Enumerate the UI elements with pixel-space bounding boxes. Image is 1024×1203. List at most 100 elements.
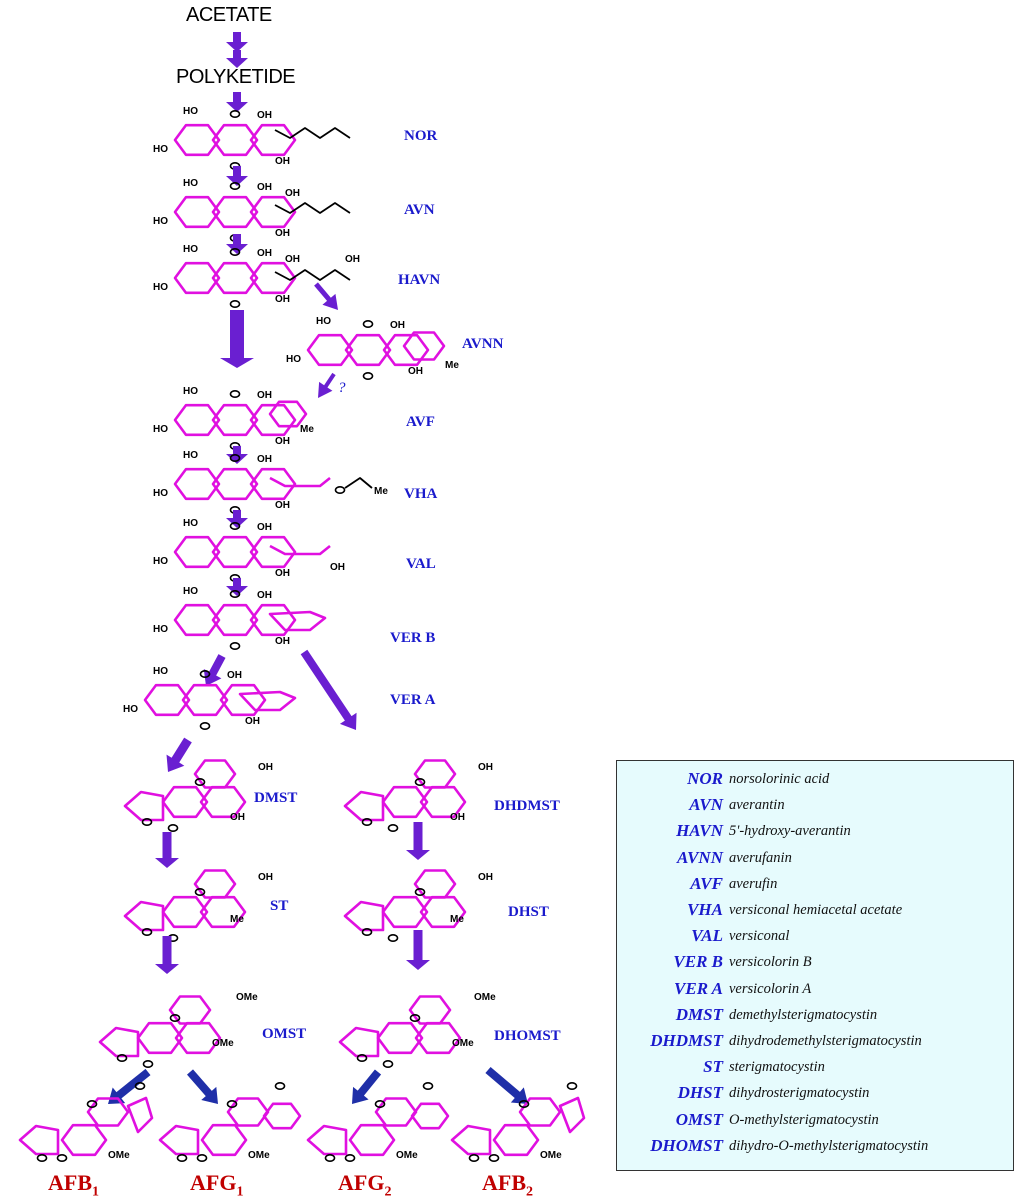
arrow — [352, 1069, 382, 1104]
hydroxyl-label: HO — [183, 386, 198, 397]
hydroxyl-label: HO — [183, 178, 198, 189]
oxygen-atom — [229, 110, 241, 119]
oxygen-atom — [141, 927, 153, 936]
oxygen-atom — [116, 1054, 128, 1063]
methoxy-label: OMe — [396, 1150, 418, 1161]
hydroxyl-label: HO — [123, 704, 138, 715]
hydroxyl-label: OH — [478, 872, 493, 883]
methoxy-label: OMe — [236, 992, 258, 1003]
hexagon-ring — [173, 123, 221, 157]
hydroxyl-label: HO — [316, 316, 331, 327]
hexagon-ring — [249, 467, 297, 501]
hydroxyl-label: OH — [275, 294, 290, 305]
dhdmst-label: DHDMST — [494, 798, 560, 814]
arrow-shaft — [413, 822, 423, 852]
cyclopentenone-ring — [558, 1096, 586, 1134]
hexagon-ring — [211, 467, 259, 501]
xanthone-ring — [174, 1021, 222, 1055]
legend-name: versicolorin A — [729, 980, 812, 997]
hydroxyl-label: HO — [183, 244, 198, 255]
hydroxyl-label: OH — [257, 248, 272, 259]
xanthone-ring — [193, 869, 237, 899]
coumarin-ring — [348, 1123, 396, 1157]
furan-chain — [269, 476, 331, 488]
legend-abbr: VAL — [691, 926, 723, 946]
legend-abbr: DHDMST — [650, 1031, 723, 1050]
hexagon-ring — [173, 195, 221, 229]
hexagon-ring — [249, 123, 297, 157]
hexagon-ring — [249, 261, 297, 295]
coumarin-ring — [492, 1123, 540, 1157]
hydroxyl-label: OH — [275, 436, 290, 447]
dmst-label: DMST — [254, 790, 298, 806]
oxygen-atom — [134, 1082, 146, 1091]
legend-name: norsolorinic acid — [729, 771, 830, 787]
oxygen-atom — [194, 777, 206, 786]
oxygen-atom — [409, 1013, 421, 1022]
arrow-shaft — [233, 234, 241, 246]
legend-name: demethylsterigmatocystin — [729, 1006, 878, 1023]
hexagon-ring — [211, 403, 259, 437]
hydroxyl-label: HO — [153, 144, 168, 155]
oxygen-atom — [422, 1082, 434, 1091]
arrow-shaft — [233, 166, 241, 178]
arrow-shaft — [233, 32, 241, 44]
legend-name: O-methylsterigmatocystin — [729, 1111, 879, 1128]
dihydro-bisfuran-ring — [343, 790, 385, 822]
oxygen-atom — [414, 777, 426, 786]
hydroxyl-label: OH — [345, 254, 360, 265]
bicyclic-ring — [268, 400, 308, 428]
pyran-ring — [402, 331, 446, 361]
legend-name: 5'-hydroxy-averantin — [729, 823, 851, 840]
furan-chain — [269, 544, 331, 556]
product-afg2: AFG2 — [338, 1170, 392, 1200]
oxygen-atom — [518, 1100, 530, 1109]
hydroxyl-label: HO — [153, 216, 168, 227]
hexagon-ring — [211, 261, 259, 295]
legend-name: sterigmatocystin — [729, 1059, 825, 1076]
arrow — [166, 737, 192, 772]
methyl-label: Me — [230, 914, 244, 925]
hydroxyl-label: HO — [183, 450, 198, 461]
hydroxyl-label: OH — [285, 188, 300, 199]
legend-abbr: VER B — [673, 952, 723, 972]
coumarin-ring — [374, 1097, 418, 1127]
methyl-label: Me — [300, 424, 314, 435]
bisfuran-ring — [158, 1124, 200, 1156]
arrow-shaft — [230, 310, 244, 360]
arrow-shaft — [233, 510, 241, 520]
hydroxyl-label: OH — [258, 762, 273, 773]
bisfuran-ring — [123, 900, 165, 932]
dihydro-bisfuran-ring — [338, 1026, 380, 1058]
oxygen-atom — [334, 485, 346, 494]
legend-abbr: DHOMST — [650, 1135, 723, 1155]
verb-label: VER B — [390, 630, 436, 646]
avnn-label: AVNN — [462, 336, 504, 352]
xanthone-ring — [199, 895, 247, 929]
xanthone-ring — [413, 759, 457, 789]
oxygen-atom — [361, 817, 373, 826]
arrow-shaft — [233, 446, 241, 456]
bisfuran-ring — [123, 790, 165, 822]
oxygen-atom — [488, 1154, 500, 1163]
methyl-label: Me — [445, 360, 459, 371]
hydroxyl-label: OH — [257, 110, 272, 121]
hexagon-ring — [211, 195, 259, 229]
arrow-shaft — [162, 936, 172, 966]
hexagon-ring — [143, 683, 191, 717]
hexagon-ring — [249, 195, 297, 229]
hexagon-ring — [249, 535, 297, 569]
legend-name: averantin — [729, 797, 785, 814]
side-chain — [274, 127, 351, 139]
hydroxyl-label: HO — [183, 106, 198, 117]
hydroxyl-label: HO — [286, 354, 301, 365]
oxygen-atom — [362, 319, 374, 328]
arrow-head — [220, 358, 254, 368]
dihydro-bisfuran-ring — [343, 900, 385, 932]
